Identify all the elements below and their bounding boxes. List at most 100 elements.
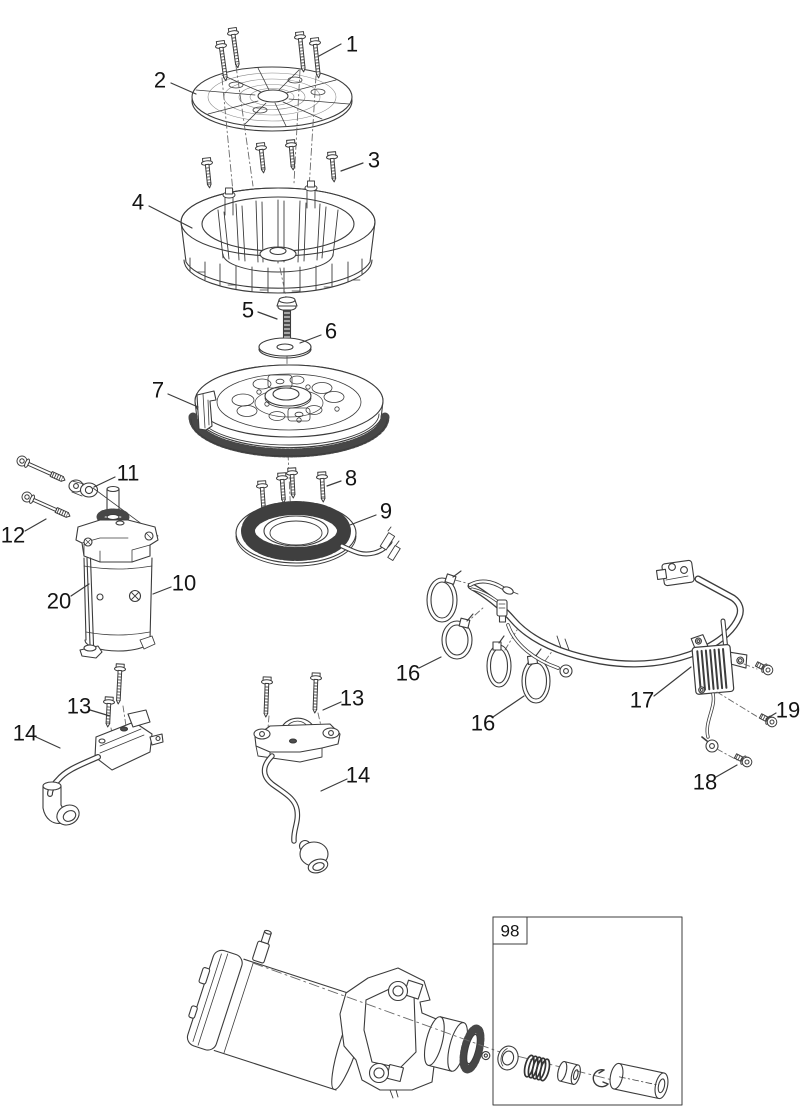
starter-flange: [75, 519, 159, 563]
callout-13-left: 13: [67, 694, 91, 719]
drive-spacer-tube: [609, 1062, 669, 1100]
coil-body-right: [253, 717, 341, 763]
flywheel: [188, 364, 390, 458]
callout-16-lower: 16: [471, 711, 495, 736]
cable-tie-3: [486, 635, 512, 688]
drive-washer: [497, 1045, 519, 1071]
callout-12: 12: [1, 523, 25, 548]
callout-1: 1: [346, 32, 358, 57]
callout-leader-5: [257, 311, 278, 320]
callout-18: 18: [693, 770, 717, 795]
callout-7: 7: [152, 378, 164, 403]
fan-screws: [200, 138, 341, 189]
washer: [258, 337, 312, 359]
voltage-regulator: [690, 634, 780, 770]
harness-loom: [467, 575, 744, 668]
drive-spring: [523, 1054, 551, 1082]
spark-plug-wire-right: [261, 753, 301, 844]
callout-leader-18: [715, 764, 738, 778]
callout-leader-8: [326, 480, 342, 487]
callout-20: 20: [47, 589, 71, 614]
drive-collar: [557, 1061, 581, 1085]
callout-leader-14-right: [320, 778, 348, 792]
callout-leader-16-upper: [418, 656, 442, 669]
debris-screen: [191, 66, 353, 132]
drive-retainer-clip: [592, 1069, 609, 1088]
callout-17: 17: [630, 688, 654, 713]
fan-posts: [222, 180, 318, 216]
stator: [235, 501, 401, 567]
callout-8: 8: [345, 466, 357, 491]
callout-6: 6: [325, 319, 337, 344]
fan-blades: [217, 199, 339, 264]
callout-leader-10: [152, 586, 172, 595]
callout-13-right: 13: [340, 686, 364, 711]
callout-5: 5: [242, 298, 254, 323]
callout-leader-7: [167, 393, 199, 408]
regulator-screw-dash-lines: [716, 663, 762, 761]
callout-leader-13-right: [322, 701, 342, 711]
starter-motor-lower: [186, 929, 491, 1099]
stator-lead-wire: [339, 526, 401, 561]
callout-leader-1: [318, 43, 342, 57]
starter-bolt-12: [19, 489, 73, 522]
callout-16-upper: 16: [396, 661, 420, 686]
inset-box-label: 98: [501, 922, 520, 941]
starter-clutch-drum: [423, 1016, 469, 1072]
callout-19: 19: [776, 698, 800, 723]
callout-leader-9: [349, 514, 377, 526]
fan-skirt-fins: [189, 257, 363, 294]
harness-ground-branch: [506, 623, 573, 678]
regulator-screw-upper: [753, 659, 776, 678]
starter-bolt-11: [14, 453, 68, 486]
callout-4: 4: [132, 190, 144, 215]
flywheel-magnets: [231, 374, 345, 423]
cable-tie-2: [441, 613, 474, 660]
starter-bracket: [68, 479, 99, 498]
callout-9: 9: [380, 499, 392, 524]
starter-body: [83, 557, 156, 652]
screen-mesh: [207, 72, 337, 122]
callout-leader-19: [765, 712, 777, 720]
callout-10: 10: [172, 571, 196, 596]
spark-plug-boot-left: [42, 781, 80, 826]
ignition-coil-right: [253, 672, 341, 874]
callout-leader-16-lower: [492, 695, 525, 718]
callout-leader-14-left: [35, 736, 61, 749]
callout-11: 11: [117, 461, 140, 486]
starter-pinion-gear: [459, 1024, 491, 1074]
ignition-coil-left: [42, 663, 164, 826]
callout-leader-2: [170, 82, 197, 95]
cable-tie-1: [426, 570, 462, 623]
callout-leader-3: [340, 162, 364, 172]
starter-lower-body: [186, 929, 367, 1091]
flywheel-bolt: [276, 296, 298, 344]
callout-2: 2: [154, 68, 166, 93]
starter-shaft: [96, 485, 130, 526]
callout-14-right: 14: [346, 763, 370, 788]
screen-pads: [228, 76, 326, 114]
regulator-ground-wire: [701, 692, 719, 753]
flywheel-fan: [180, 180, 376, 294]
projection-lines-top: [221, 65, 317, 193]
flywheel-trigger-lug: [196, 390, 217, 431]
callout-leader-12: [24, 518, 47, 532]
callout-leader-17: [653, 666, 692, 697]
starter-drive-bracket: [339, 967, 449, 1099]
wiring-harness: [426, 559, 744, 704]
harness-connector-block: [655, 559, 695, 587]
callout-leader-4: [148, 205, 193, 229]
drive-axis-line: [252, 962, 661, 1093]
callout-14-left: 14: [13, 721, 37, 746]
inset-box-98: 98: [492, 916, 683, 1106]
callout-leader-13-left: [89, 709, 111, 717]
harness-branch: [468, 579, 519, 623]
callout-3: 3: [368, 148, 380, 173]
screen-spokes: [195, 67, 350, 127]
spark-plug-boot-right: [298, 839, 329, 874]
callout-leader-6: [299, 334, 322, 344]
callout-leader-11: [93, 476, 116, 488]
